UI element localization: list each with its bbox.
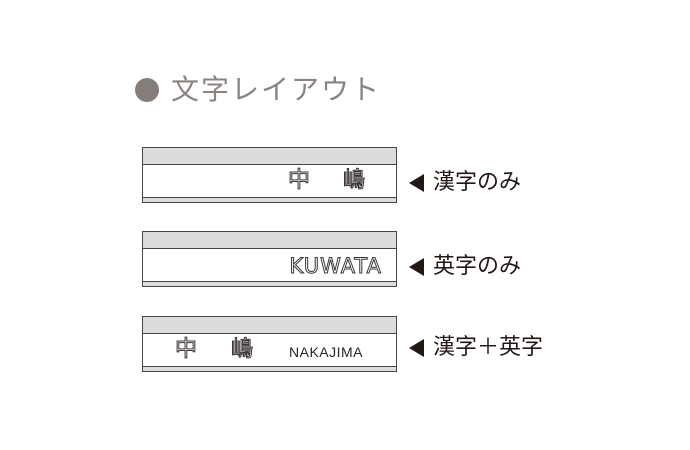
label-kanji-english: 漢字＋英字 bbox=[409, 335, 543, 361]
plate-kanji-2: 嶋 bbox=[230, 337, 254, 363]
label-kanji-only: 漢字のみ bbox=[409, 170, 521, 196]
section-title: 文字レイアウト bbox=[135, 73, 381, 107]
label-text: 英字のみ bbox=[433, 254, 522, 279]
plate-header-band bbox=[143, 317, 396, 334]
plate-footer-band bbox=[143, 281, 396, 286]
nameplate-kanji-english: 中 嶋 NAKAJIMA bbox=[142, 316, 397, 372]
bullet-circle-icon bbox=[135, 78, 159, 102]
pointer-triangle-icon bbox=[409, 258, 424, 276]
plate-body: 中 嶋 NAKAJIMA bbox=[143, 334, 396, 365]
nameplate-kanji-only: 中 嶋 bbox=[142, 147, 397, 203]
plate-kanji-1: 中 bbox=[174, 337, 198, 363]
pointer-triangle-icon bbox=[409, 174, 424, 192]
pointer-triangle-icon bbox=[409, 339, 424, 357]
plate-header-band bbox=[143, 232, 396, 249]
plate-header-band bbox=[143, 148, 396, 165]
plate-kanji-2: 嶋 bbox=[342, 168, 366, 194]
plate-english-name: NAKAJIMA bbox=[289, 344, 364, 360]
label-english-only: 英字のみ bbox=[409, 254, 521, 280]
nameplate-english-only: KUWATA bbox=[142, 231, 397, 287]
plate-footer-band bbox=[143, 197, 396, 202]
section-title-text: 文字レイアウト bbox=[171, 73, 382, 106]
plate-kanji-1: 中 bbox=[287, 168, 311, 194]
plate-english-name: KUWATA bbox=[289, 254, 382, 279]
plate-body: 中 嶋 bbox=[143, 165, 396, 196]
label-text: 漢字＋英字 bbox=[433, 335, 544, 360]
label-text: 漢字のみ bbox=[433, 170, 522, 195]
plate-footer-band bbox=[143, 366, 396, 371]
plate-body: KUWATA bbox=[143, 249, 396, 280]
